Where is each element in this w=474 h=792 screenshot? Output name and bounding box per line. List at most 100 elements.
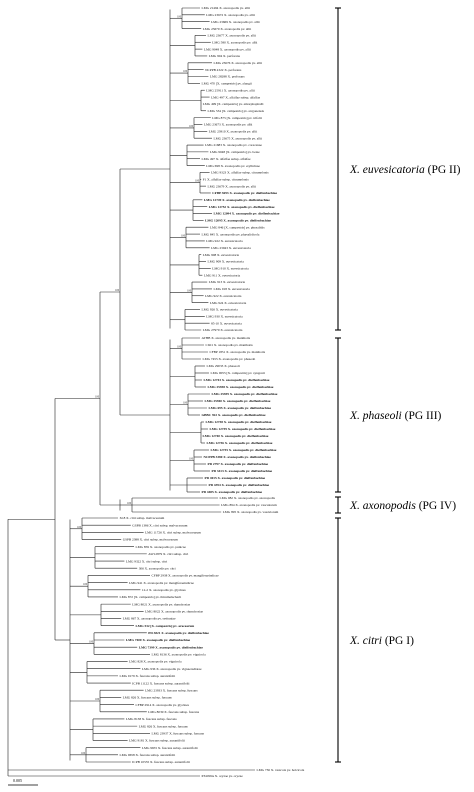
leaf-label: LMG 7400 X. axonopodis pv. dieffenbachia… bbox=[126, 638, 191, 642]
leaf-label: LMG 9179 X. fuscans subsp. aurantifolii bbox=[120, 674, 176, 678]
leaf-label: ATHB X. axonopodis pv. manihotis bbox=[202, 336, 251, 340]
leaf-label: LMG 826 X. fuscans subsp. fuscans bbox=[123, 696, 173, 700]
bootstrap-value: 100 bbox=[189, 458, 194, 461]
leaf-label: LMG 12740 X. axonopodis pv. dieffenbachi… bbox=[203, 434, 269, 438]
leaf-label: ICPB 10535 X. fuscans subsp. aurantifoli… bbox=[132, 760, 189, 764]
leaf-label: LMG 12738 X. axonopodis pv. dieffenbachi… bbox=[206, 420, 272, 424]
leaf-label: LMG 828 X. axonopodis pv. vignicola bbox=[129, 660, 182, 664]
bootstrap-value: 100 bbox=[89, 641, 94, 644]
group-species: X. axonopodis bbox=[349, 500, 416, 512]
leaf-label: F1 X. alfalfae subsp. citrumelonis bbox=[203, 177, 250, 181]
leaf-label: PD 3413 X. axonopodis pv. dieffenbachiae bbox=[212, 469, 273, 473]
leaf-label: LMG 698 X. axonopodis pv. erythrinae bbox=[206, 164, 260, 168]
leaf-label: 12-2 X. axonopodis pv. glycines bbox=[142, 588, 187, 592]
leaf-label: LMG 23933 X. fuscans subsp. fuscans bbox=[145, 688, 198, 692]
leaf-label: LMG 497 X. alfalfae subsp. alfalfae bbox=[211, 95, 261, 99]
leaf-label: LMG 7455 X. axonopodis pv. phaseoli bbox=[203, 357, 256, 361]
bootstrap-value: 100 bbox=[189, 125, 194, 128]
leaf-label: LMG 534 [X. campestris] pv. arrgonensis bbox=[208, 109, 265, 113]
leaf-label: LMG 9322 X. citri subsp. citri bbox=[126, 559, 167, 563]
leaf-label: LMG 12095 X. axonopodis pv. dieffenbachi… bbox=[205, 219, 271, 223]
tree-branches bbox=[7, 7, 255, 777]
leaf-label: LMG 9181 X. fuscans subsp. aurantifolii bbox=[129, 739, 185, 743]
leaf-label: LMG 23670 X. axonopodis pv. allii bbox=[203, 27, 252, 31]
leaf-label: LMG 941 X. axonopodis pv. mangiferaeindi… bbox=[129, 581, 194, 585]
leaf-label: LMG 8021 X. axonopodis pv. rhynchosiae bbox=[132, 602, 190, 606]
leaf-label: LMG 845 X. axonopodis pv. physalidicola bbox=[202, 232, 260, 236]
group-label: X. axonopodis (PG IV) bbox=[349, 500, 456, 512]
leaf-label: LMG 470 [X. campestris] pv. alangii bbox=[202, 82, 252, 86]
leaf-label: LMG 904 X. perforans bbox=[209, 54, 241, 58]
bootstrap-value: 100 bbox=[95, 396, 100, 399]
leaf-label: LMG 895 X. axonopodis pv. vasculorum bbox=[223, 510, 279, 514]
leaf-label: LMG 8138 X. fuscans subsp. fuscans bbox=[126, 717, 177, 721]
bootstrap-value: 100 bbox=[177, 346, 182, 349]
leaf-label: CFBP 3693 X. axonopodis pv. dieffenbachi… bbox=[212, 191, 277, 195]
leaf-label: LMG 846 [X. campestris] pv. physalidis bbox=[210, 225, 265, 229]
leaf-label: LMG 8136 X. axonopodis pv. vignicola bbox=[152, 653, 207, 657]
leaf-label: LMG 23677 X. axonopodis pv. allii bbox=[208, 34, 257, 38]
leaf-label: LMG 12736 X. axonopodis pv. dieffenbachi… bbox=[207, 441, 273, 445]
leaf-label: LMG 23673 X. axonopodis pv. allii bbox=[204, 123, 253, 127]
leaf-label: LMG 894 X. axonopodis pv. vasculorum bbox=[221, 503, 277, 507]
leaf-label: LMG 23676 X. axonopodis pv. allii bbox=[214, 61, 263, 65]
leaf-label: CFBP 2938 X. axonopodis pv. mangiferaein… bbox=[152, 574, 220, 578]
leaf-label: LMG 826 X. fuscans subsp. fuscans bbox=[139, 724, 189, 728]
leaf-label: PD 4485 X. axonopodis pv. dieffenbachiae bbox=[202, 490, 263, 494]
group-pg: (PG II) bbox=[425, 164, 461, 176]
group-label: X. phaseoli (PG III) bbox=[349, 410, 442, 422]
leaf-label: LMG 7399 X. axonopodis pv. dieffenbachia… bbox=[139, 645, 204, 649]
leaf-label: LMG 23675 X. axonopodis pv. allii bbox=[214, 136, 263, 140]
bootstrap-value: 100 bbox=[177, 15, 182, 18]
leaf-label: LMG 25939 X. axonopodis pv. dieffenbachi… bbox=[212, 392, 278, 396]
group-brackets: X. euvesicatoria (PG II)X. phaseoli (PG … bbox=[335, 7, 461, 763]
leaf-label: LMG 924 X. euvesicatoria bbox=[210, 301, 247, 305]
leaf-label: 306 X. axonopodis pv. citri bbox=[139, 566, 176, 570]
leaf-label: CFBP 2914 X. axonopodis pv. glycines bbox=[136, 703, 190, 707]
scale-bar: 0.005 bbox=[8, 778, 38, 786]
bootstrap-value: 100 bbox=[115, 289, 120, 292]
group-pg: (PG III) bbox=[402, 410, 442, 422]
group-species: X. phaseoli bbox=[349, 410, 402, 422]
leaf-label: X18 X. citri subsp. malvacearum bbox=[120, 516, 165, 520]
leaf-label: GSPB 1386 X. citri subsp. malvacearum bbox=[132, 523, 187, 527]
leaf-label: GBBC 922 X. axonopodis pv. dieffenbachia… bbox=[202, 413, 266, 417]
leaf-label: LMG 9055 [X. campestris] pv. syngonii bbox=[211, 371, 265, 375]
leaf-label: LMG 21494 X. axonopodis pv. allii bbox=[202, 6, 251, 10]
leaf-label: LMG 23669 X. axonopodis pv. allii bbox=[211, 20, 260, 24]
leaf-label: NCPPB 3380 X. axonopodis pv. dieffenbach… bbox=[204, 455, 272, 459]
leaf-label: LMG 12749 X. axonopodis pv. dieffenbachi… bbox=[204, 198, 270, 202]
leaf-label: LMG 9655 X. fuscans subsp. aurantifolii bbox=[142, 746, 198, 750]
leaf-label: LMG 23672 X. axonopodis pv. allii bbox=[206, 13, 255, 17]
bootstrap-value: 100 bbox=[83, 583, 88, 586]
bootstrap-value: 100 bbox=[181, 235, 186, 238]
leaf-label: PD 4015 X. axonopodis pv. dieffenbachiae bbox=[205, 476, 266, 480]
leaf-label: LMG 9048 X. axonopodis pv. allii bbox=[204, 47, 251, 51]
leaf-label: GSPB 2388 X. citri subsp. malvacearum bbox=[123, 538, 178, 542]
bootstrap-value: 100 bbox=[127, 502, 132, 505]
leaf-label: LMG 25940 X. axonopodis pv. dieffenbachi… bbox=[205, 399, 271, 403]
leaf-label: LMG 918 X. euvesicatoria bbox=[214, 287, 251, 291]
group-pg: (PG IV) bbox=[416, 500, 456, 512]
leaf-label: ICPB 11122 X. fuscans subsp. aurantifoli… bbox=[132, 681, 189, 685]
bootstrap-value: 100 bbox=[195, 180, 200, 183]
leaf-label: LMG 28288 X. perforans bbox=[210, 75, 245, 79]
leaf-label: LMG 930 X. euvesicatoria bbox=[206, 314, 243, 318]
leaf-label: LMG 25938 X. axonopodis pv. dieffenbachi… bbox=[208, 385, 274, 389]
bootstrap-value: 100 bbox=[187, 289, 192, 292]
leaf-label: LMG 910 X. euvesicatoria bbox=[212, 267, 249, 271]
leaf-label: LMG 9048 [X. campestris] pv. betae bbox=[210, 150, 260, 154]
leaf-label: LMG 23910 X. axonopodis pv. allii bbox=[209, 130, 258, 134]
leaf-label: LMG 497 X. alfalfae subsp. alfalfae bbox=[202, 157, 252, 161]
leaf-label: LMG 25911 X. axonopodis pv. allii bbox=[206, 88, 254, 92]
bootstrap-value: 100 bbox=[183, 402, 188, 405]
bootstrap-value: 100 bbox=[81, 752, 86, 755]
leaf-label: LMG 12743 X. axonopodis pv. dieffenbachi… bbox=[204, 378, 270, 382]
leaf-label: LMG 913 X. euvesicatoria bbox=[209, 280, 246, 284]
leaf-label: LMG 9323 X. alfalfae subsp. citrumelonis bbox=[211, 171, 269, 175]
leaf-label: LMG 982 X. axonopodis pv. axonopodis bbox=[220, 496, 276, 500]
leaf-label: LMG 936 X. axonopodis pv. vignaeradiatae bbox=[142, 667, 202, 671]
leaf-label: LMG 27970 X. euvesicatoria bbox=[203, 328, 243, 332]
